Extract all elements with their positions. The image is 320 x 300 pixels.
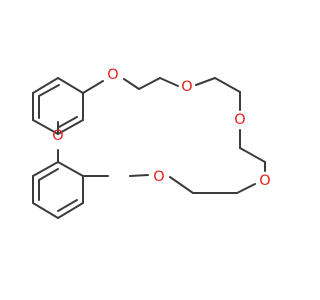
lower-ring-double-bond: [38, 168, 59, 181]
ether-bond: [82, 80, 104, 94]
bond-layer: [32, 77, 266, 219]
upper-ring-bond: [32, 77, 59, 94]
lower-ring-bond: [57, 161, 84, 177]
oxygen-atom-label: O: [234, 112, 245, 128]
upper-ring-bond: [32, 119, 59, 135]
atom-label-layer: O O O O O O: [52, 67, 270, 189]
ether-bond: [129, 174, 149, 177]
lower-ring-bond: [57, 202, 84, 219]
upper-ring-bond: [57, 77, 84, 94]
lower-ring-double-bond: [57, 199, 78, 212]
ether-bond: [195, 77, 216, 86]
lower-ring-bond: [32, 202, 59, 219]
chemical-structure: O O O O O O: [32, 67, 271, 219]
chain-bond: [239, 147, 266, 163]
upper-ring-double-bond: [38, 84, 60, 97]
lower-ring-bond: [32, 161, 59, 177]
ether-bond: [159, 77, 179, 87]
oxygen-atom-label: O: [259, 173, 270, 189]
oxygen-atom-label: O: [52, 128, 63, 144]
oxygen-atom-label: O: [153, 169, 164, 185]
ether-bond: [236, 183, 256, 194]
upper-ring-bond: [57, 119, 84, 135]
ether-bond: [123, 78, 140, 90]
oxygen-atom-label: O: [107, 67, 118, 83]
chain-bond: [214, 77, 241, 93]
oxygen-atom-label: O: [181, 79, 192, 95]
chain-bond: [169, 176, 194, 194]
chain-bond: [138, 77, 161, 90]
upper-ring-double-bond: [58, 116, 78, 128]
